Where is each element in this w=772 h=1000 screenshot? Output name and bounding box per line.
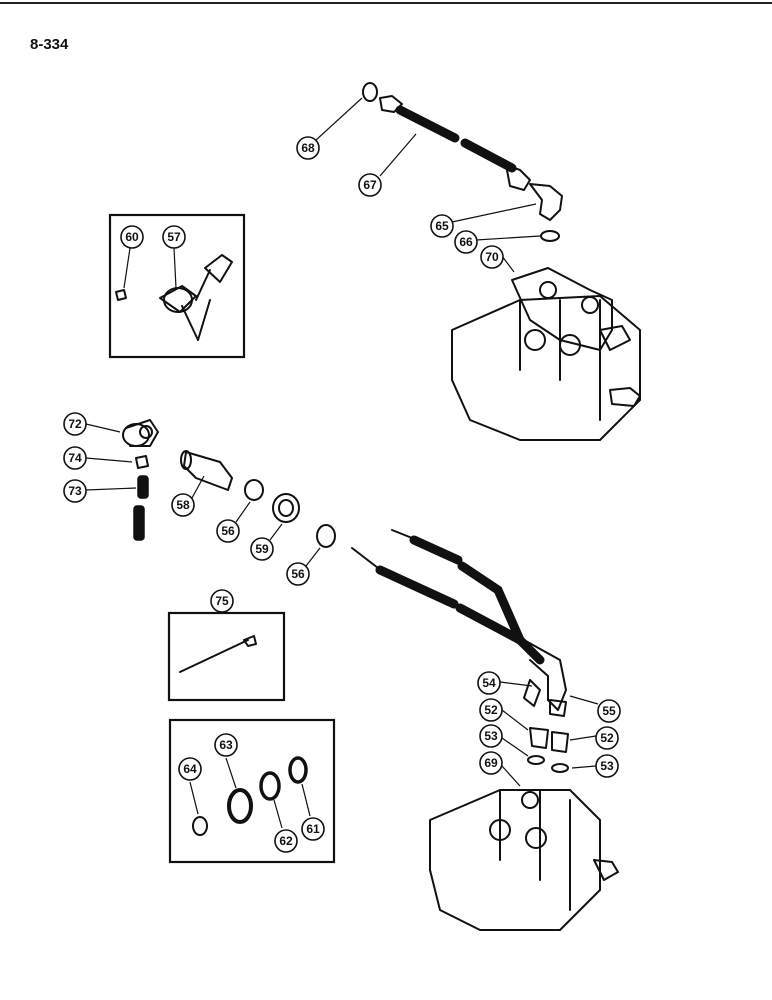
callout-label: 64 bbox=[183, 762, 197, 776]
callout-69: 69 bbox=[479, 751, 503, 775]
callout-label: 53 bbox=[484, 729, 498, 743]
callout-label: 59 bbox=[255, 542, 269, 556]
callout-54: 54 bbox=[477, 671, 501, 695]
parts-72-74-73-drawing bbox=[122, 419, 159, 541]
callout-label: 69 bbox=[484, 756, 498, 770]
callout-63: 63 bbox=[214, 733, 238, 757]
callout-label: 52 bbox=[600, 731, 614, 745]
callout-label: 67 bbox=[363, 178, 377, 192]
callout-label: 74 bbox=[68, 451, 82, 465]
callout-68: 68 bbox=[296, 136, 320, 160]
lever-57-drawing bbox=[115, 254, 233, 341]
callout-label: 73 bbox=[68, 484, 82, 498]
callout-label: 55 bbox=[602, 704, 616, 718]
callout-65: 65 bbox=[430, 214, 454, 238]
callout-label: 62 bbox=[279, 834, 293, 848]
callout-label: 58 bbox=[176, 498, 190, 512]
callout-56-upper: 56 bbox=[216, 519, 240, 543]
callout-64: 64 bbox=[178, 757, 202, 781]
callout-67: 67 bbox=[358, 173, 382, 197]
callout-label: 68 bbox=[301, 141, 315, 155]
hoses-54-55-drawing bbox=[351, 529, 567, 717]
top-rule bbox=[0, 2, 772, 4]
callout-56-lower: 56 bbox=[286, 562, 310, 586]
callout-57: 57 bbox=[162, 225, 186, 249]
callout-59: 59 bbox=[250, 537, 274, 561]
callout-61: 61 bbox=[301, 817, 325, 841]
callout-74: 74 bbox=[63, 446, 87, 470]
hose-67-drawing bbox=[362, 82, 563, 242]
callout-58: 58 bbox=[171, 493, 195, 517]
control-valve-bottom-drawing bbox=[429, 789, 619, 931]
callout-52-right: 52 bbox=[595, 726, 619, 750]
callout-52-left: 52 bbox=[479, 698, 503, 722]
inset-box-seal-kit bbox=[168, 718, 336, 864]
callout-label: 70 bbox=[485, 250, 499, 264]
callout-70: 70 bbox=[480, 245, 504, 269]
callout-55: 55 bbox=[597, 699, 621, 723]
callout-label: 65 bbox=[435, 219, 449, 233]
callout-66: 66 bbox=[454, 230, 478, 254]
callout-60: 60 bbox=[120, 225, 144, 249]
fittings-52-53-drawing bbox=[527, 727, 569, 773]
callout-73: 73 bbox=[63, 479, 87, 503]
callout-53-left: 53 bbox=[479, 724, 503, 748]
callout-label: 72 bbox=[68, 417, 82, 431]
seal-rings-drawing bbox=[192, 756, 308, 836]
callout-53-right: 53 bbox=[595, 754, 619, 778]
callout-label: 54 bbox=[482, 676, 496, 690]
page-number: 8-334 bbox=[30, 36, 69, 53]
leader-lines bbox=[85, 97, 599, 829]
callout-label: 61 bbox=[306, 822, 320, 836]
cable-tie-75-drawing bbox=[179, 635, 257, 673]
callout-72: 72 bbox=[63, 412, 87, 436]
callout-label: 75 bbox=[215, 594, 229, 608]
spool-parts-drawing bbox=[180, 450, 336, 548]
callout-label: 63 bbox=[219, 738, 233, 752]
callout-label: 66 bbox=[459, 235, 473, 249]
control-valve-top-drawing bbox=[451, 267, 641, 441]
callout-62: 62 bbox=[274, 829, 298, 853]
callout-75: 75 bbox=[210, 589, 234, 613]
callout-label: 56 bbox=[291, 567, 305, 581]
callout-label: 52 bbox=[484, 703, 498, 717]
callout-label: 53 bbox=[600, 759, 614, 773]
callout-label: 56 bbox=[221, 524, 235, 538]
callout-label: 60 bbox=[125, 230, 139, 244]
inset-box-levers bbox=[108, 213, 246, 359]
callout-label: 57 bbox=[167, 230, 181, 244]
inset-box-cable-tie bbox=[167, 611, 286, 702]
